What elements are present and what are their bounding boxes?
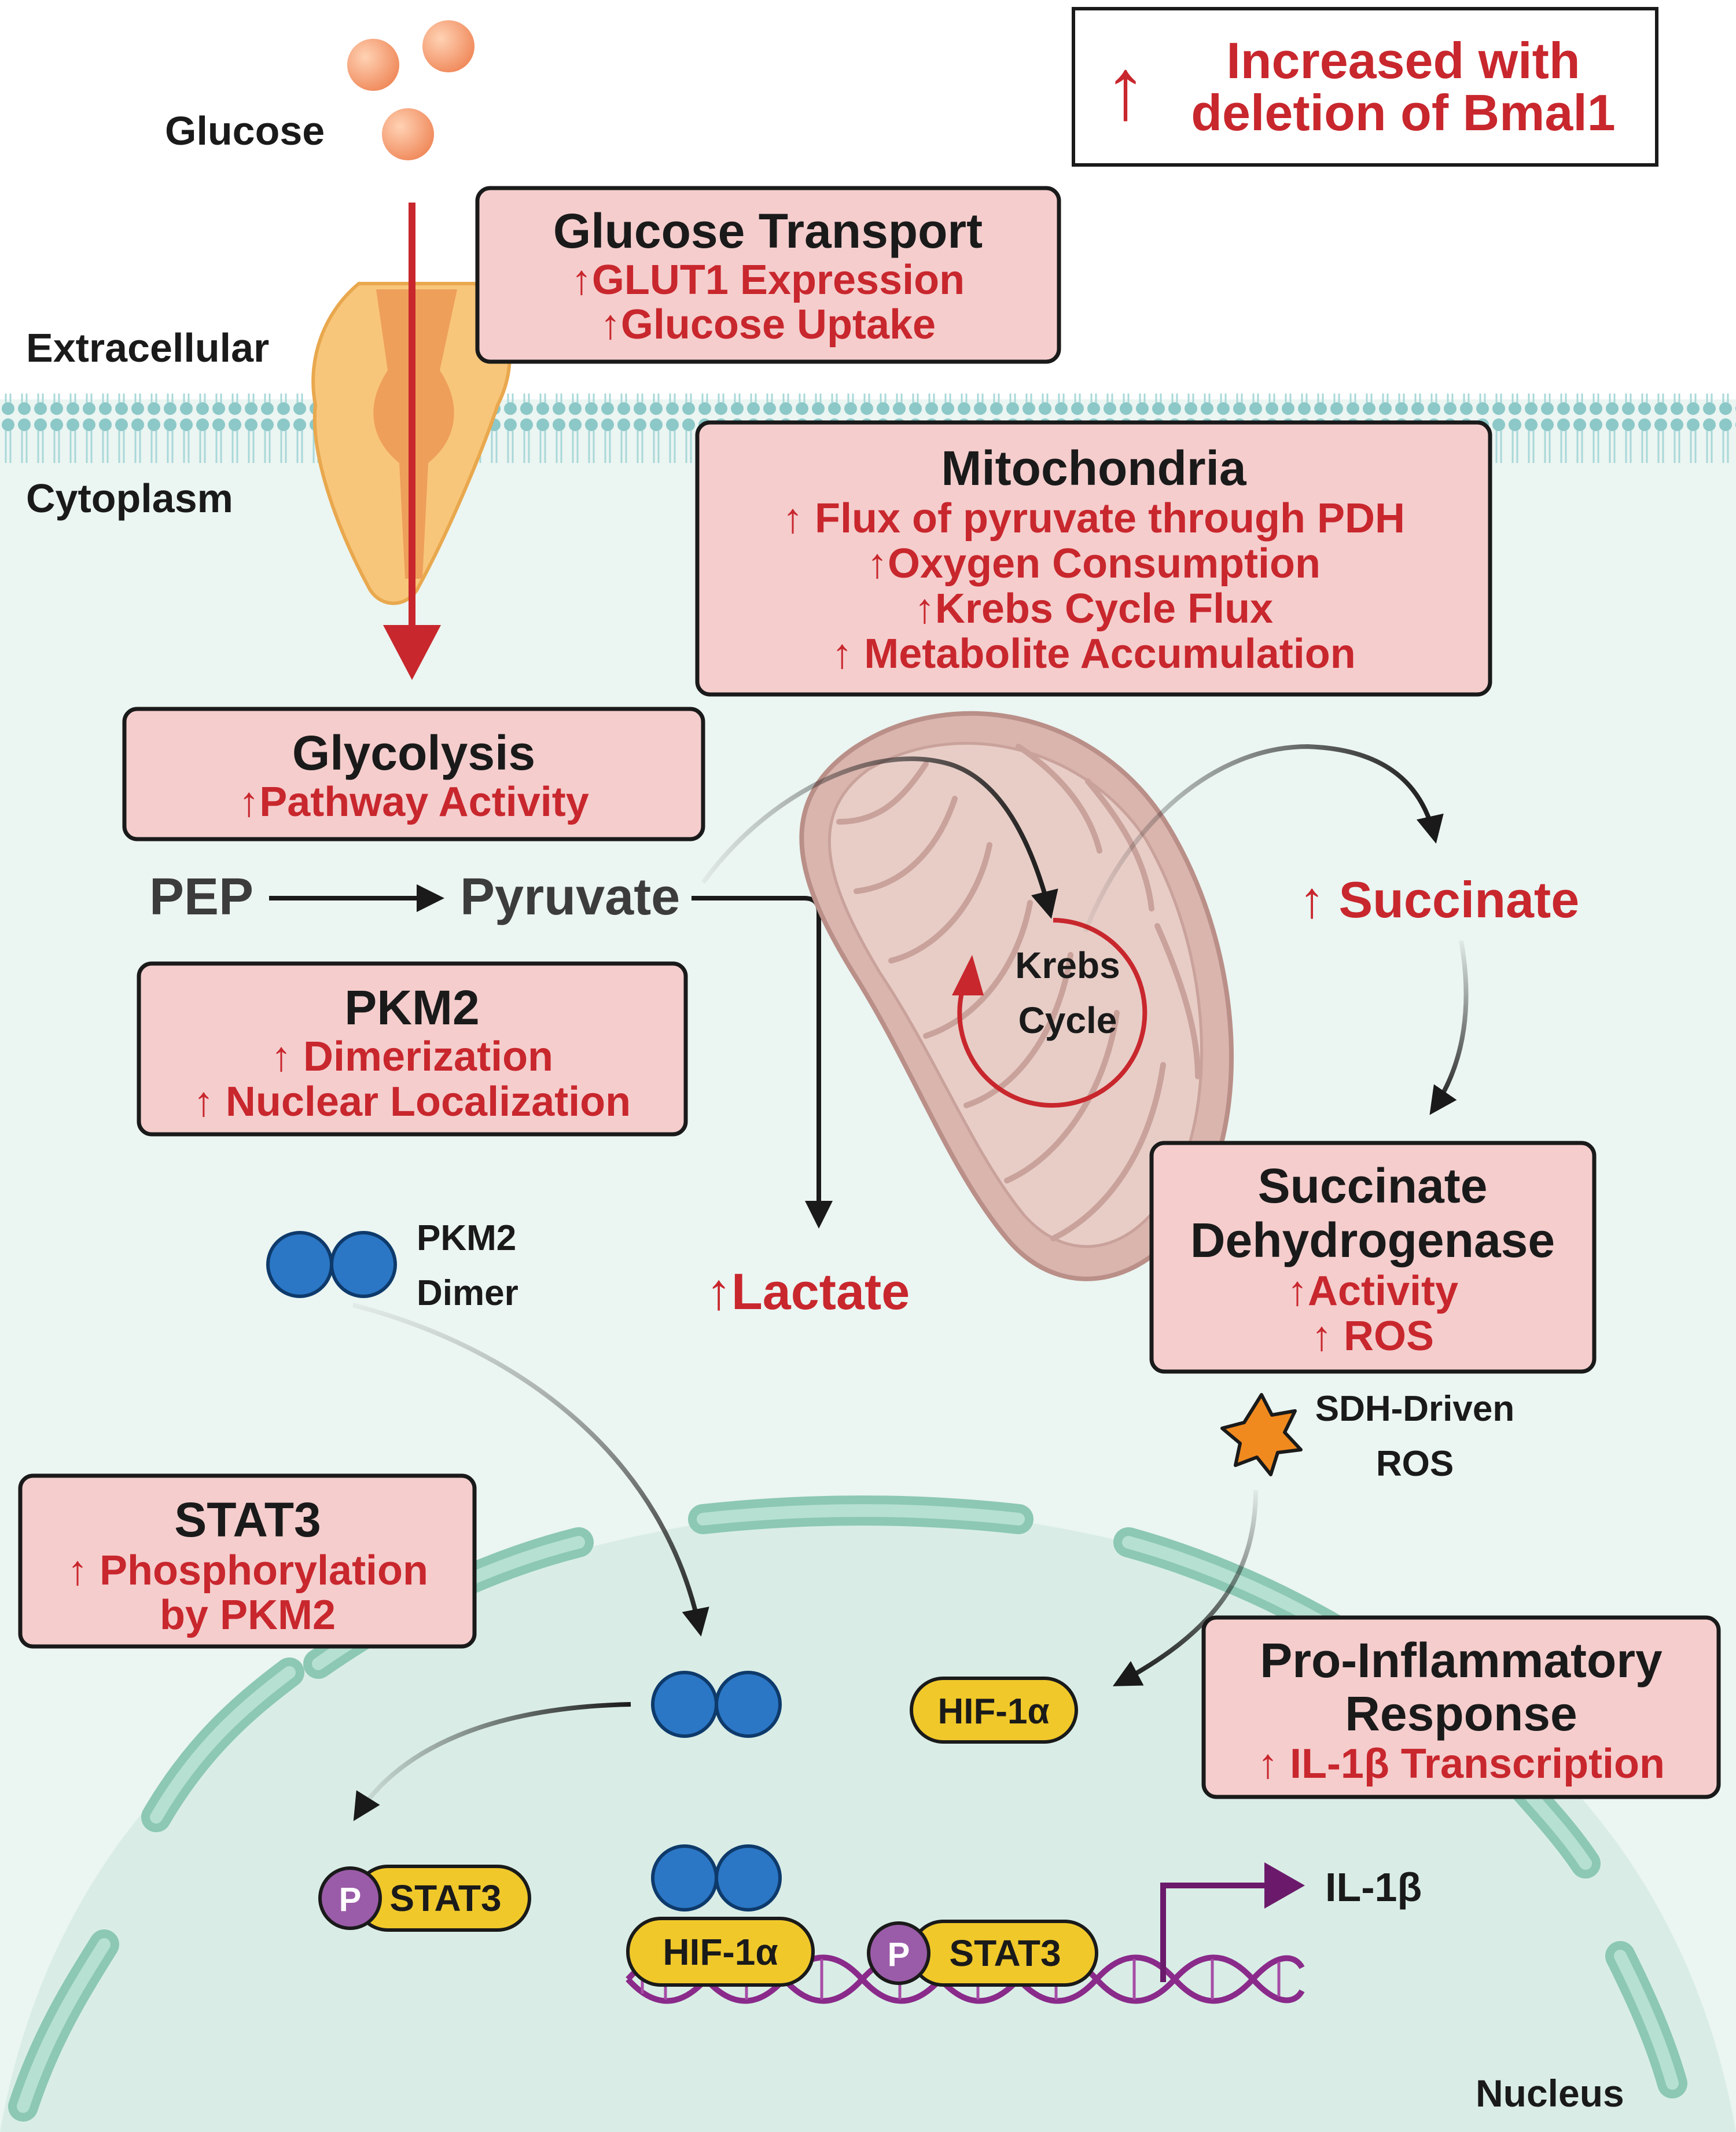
pkm2-title: PKM2	[344, 980, 479, 1035]
succinate-label: ↑ Succinate	[1299, 871, 1579, 928]
ros-to-hif-arrow	[1112, 1490, 1258, 1686]
pkm2-line-1: ↑ Dimerization	[271, 1034, 553, 1080]
legend-line-1: Increased with	[1226, 32, 1580, 89]
nuclear-pkm2-dimer-icon	[651, 1671, 782, 1738]
phospho-stat3-dna-bound: STAT3 P	[867, 1920, 1098, 1987]
sdh-line-2: ↑ ROS	[1311, 1313, 1434, 1359]
transcription-start-arrowhead	[1264, 1862, 1305, 1909]
lactate-label: ↑Lactate	[706, 1263, 910, 1320]
glycolysis-title: Glycolysis	[292, 726, 535, 780]
sdh-title-2: Dehydrogenase	[1190, 1213, 1555, 1267]
glucose-molecule-icon	[422, 20, 475, 72]
mitochondria-line-2: ↑Oxygen Consumption	[867, 541, 1321, 587]
krebs-cycle-label-1: Krebs	[1015, 944, 1120, 986]
mitochondria-line-3: ↑Krebs Cycle Flux	[914, 586, 1273, 632]
hif1a-dna-bound: HIF-1α	[626, 1917, 815, 1987]
mitochondria-line-1: ↑ Flux of pyruvate through PDH	[782, 495, 1405, 542]
pkm2-dimer-to-nucleus-arrow	[352, 1303, 709, 1637]
sdh-ros-label-2: ROS	[1376, 1444, 1454, 1484]
glucose-transport-line-1: ↑GLUT1 Expression	[571, 257, 965, 303]
nucleus-label: Nucleus	[1476, 2072, 1624, 2115]
glucose-uptake-arrowhead	[383, 625, 441, 680]
glucose-molecules	[347, 20, 475, 160]
stat3-line-1: ↑ Phosphorylation	[67, 1547, 428, 1594]
glucose-transport-title: Glucose Transport	[553, 204, 983, 258]
mitochondria-title: Mitochondria	[941, 441, 1247, 495]
sdh-line-1: ↑Activity	[1287, 1268, 1458, 1314]
legend-up-arrow-icon: ↑	[1104, 40, 1147, 137]
pyruvate-to-krebs-arrow	[701, 756, 1058, 919]
glucose-molecule-icon	[347, 39, 399, 91]
glycolysis-line-1: ↑Pathway Activity	[238, 779, 589, 825]
stat3-line-2: by PKM2	[160, 1592, 336, 1638]
pkm2-dimer-icon	[266, 1231, 397, 1298]
extracellular-label: Extracellular	[26, 325, 269, 370]
legend-line-2: deletion of Bmal1	[1191, 84, 1615, 141]
pkm2-line-2: ↑ Nuclear Localization	[193, 1079, 631, 1125]
glucose-transport-line-2: ↑Glucose Uptake	[600, 302, 936, 348]
il1b-label: IL-1β	[1325, 1865, 1422, 1910]
pyruvate-label: Pyruvate	[460, 868, 680, 926]
stat3-title: STAT3	[174, 1493, 321, 1547]
pkm2-dimer-label-1: PKM2	[417, 1218, 516, 1258]
transcription-pkm2-dimer-icon	[651, 1844, 782, 1912]
glucose-label: Glucose	[165, 108, 325, 153]
transcription-start-arrow	[1160, 1883, 1264, 1982]
glucose-transport-box: Glucose Transport ↑GLUT1 Expression ↑Glu…	[475, 186, 1061, 364]
hif1a-dna-label: HIF-1α	[663, 1931, 778, 1973]
ros-star-icon	[1220, 1393, 1303, 1476]
phospho-dna-label: P	[888, 1936, 910, 1973]
succinate-to-sdh-arrow	[1429, 940, 1469, 1115]
cytoplasm-label: Cytoplasm	[26, 476, 233, 521]
pkm2-to-stat3-arrow	[353, 1702, 631, 1821]
pro-inflammatory-title-2: Response	[1345, 1686, 1577, 1741]
legend-box: ↑ Increased with deletion of Bmal1	[1072, 7, 1658, 167]
mitochondria-line-4: ↑ Metabolite Accumulation	[832, 631, 1355, 677]
sdh-ros-label-1: SDH-Driven	[1315, 1389, 1515, 1429]
sdh-title-1: Succinate	[1258, 1159, 1488, 1213]
mitochondria-box: Mitochondria ↑ Flux of pyruvate through …	[695, 420, 1492, 697]
glucose-molecule-icon	[382, 108, 434, 160]
hif1a-protein: HIF-1α	[910, 1677, 1078, 1744]
stat3-left-label: STAT3	[389, 1877, 501, 1919]
phospho-stat3-left: STAT3 P	[318, 1865, 531, 1932]
pkm2-box: PKM2 ↑ Dimerization ↑ Nuclear Localizati…	[137, 961, 688, 1137]
pep-label: PEP	[149, 868, 253, 926]
hif1a-label: HIF-1α	[937, 1692, 1049, 1732]
sdh-box: Succinate Dehydrogenase ↑Activity ↑ ROS	[1149, 1141, 1597, 1374]
pro-inflammatory-title-1: Pro-Inflammatory	[1260, 1633, 1663, 1688]
phospho-left-label: P	[339, 1881, 362, 1918]
stat3-dna-label: STAT3	[949, 1932, 1061, 1974]
stat3-box: STAT3 ↑ Phosphorylation by PKM2	[18, 1473, 477, 1649]
krebs-to-succinate-arrow	[1083, 744, 1444, 933]
krebs-cycle-label-2: Cycle	[1018, 999, 1117, 1041]
glycolysis-box: Glycolysis ↑Pathway Activity	[122, 707, 705, 841]
pro-inflammatory-line-1: ↑ IL-1β Transcription	[1257, 1741, 1665, 1787]
krebs-cycle-icon	[952, 918, 1147, 1108]
pkm2-dimer-label-2: Dimer	[417, 1273, 518, 1313]
pro-inflammatory-box: Pro-Inflammatory Response ↑ IL-1β Transc…	[1201, 1615, 1721, 1799]
